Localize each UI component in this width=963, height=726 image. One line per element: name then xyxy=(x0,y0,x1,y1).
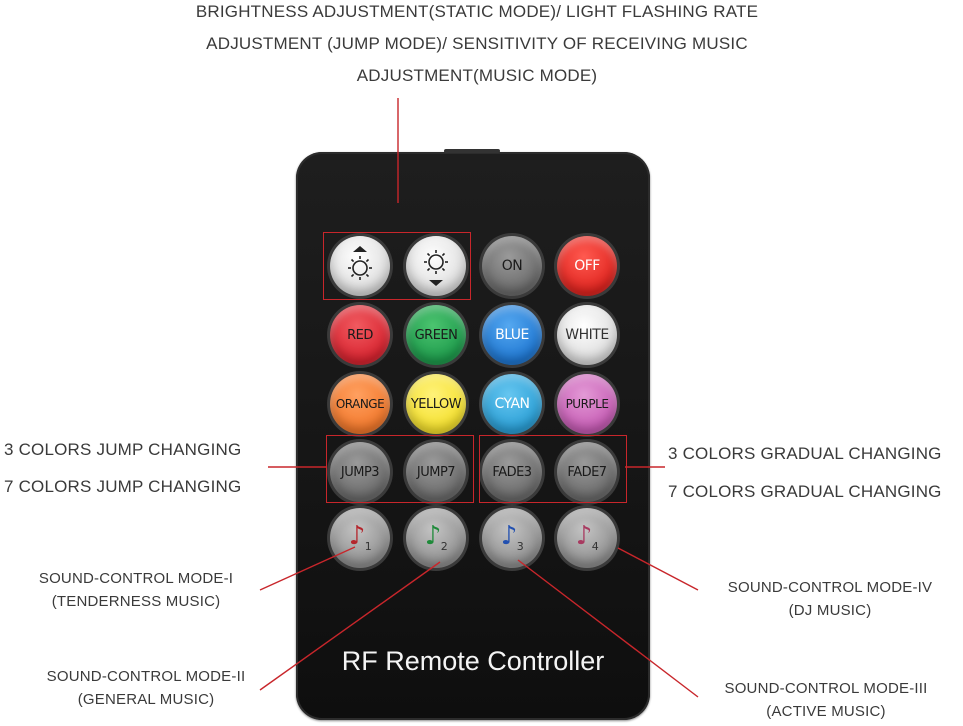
brightness-down-icon xyxy=(424,250,448,286)
blue-button[interactable]: BLUE xyxy=(482,305,542,365)
yellow-button[interactable]: YELLOW xyxy=(406,374,466,434)
fade7-annotation: 7 COLORS GRADUAL CHANGING xyxy=(668,482,942,501)
cyan-button[interactable]: CYAN xyxy=(482,374,542,434)
brightness-up-button[interactable] xyxy=(330,236,390,296)
mode1-leader-line xyxy=(259,546,356,591)
music-mode-3-number: 3 xyxy=(516,540,524,554)
mode4-leader-line xyxy=(617,547,699,591)
music-note-icon: ♪1 xyxy=(348,521,372,554)
top-annotation-line1: BRIGHTNESS ADJUSTMENT(STATIC MODE)/ LIGH… xyxy=(195,2,759,21)
orange-button[interactable]: ORANGE xyxy=(330,374,390,434)
brand-label: RF Remote Controller xyxy=(341,646,605,676)
jump3-annotation: 3 COLORS JUMP CHANGING xyxy=(4,440,242,459)
mode3-leader-line xyxy=(517,559,699,698)
brightness-up-icon xyxy=(348,246,372,280)
green-button[interactable]: GREEN xyxy=(406,305,466,365)
white-button[interactable]: WHITE xyxy=(557,305,617,365)
music-note-icon: ♪4 xyxy=(575,521,599,554)
red-button[interactable]: RED xyxy=(330,305,390,365)
top-annotation-line3: ADJUSTMENT(MUSIC MODE) xyxy=(356,66,598,85)
remote-top-notch xyxy=(444,149,500,153)
jump-buttons-highlight xyxy=(326,435,474,503)
brightness-down-button[interactable] xyxy=(406,236,466,296)
music-mode-2-button[interactable]: ♪2 xyxy=(406,508,466,568)
mode2-annotation-line1: SOUND-CONTROL MODE-II xyxy=(46,668,246,685)
music-mode-4-number: 4 xyxy=(591,540,599,554)
fade-buttons-highlight xyxy=(479,435,627,503)
mode1-annotation-line2: (TENDERNESS MUSIC) xyxy=(51,593,221,610)
music-mode-2-number: 2 xyxy=(440,540,448,554)
mode1-annotation-line1: SOUND-CONTROL MODE-I xyxy=(38,570,234,587)
music-mode-1-number: 1 xyxy=(364,540,372,554)
off-button[interactable]: OFF xyxy=(557,236,617,296)
music-note-icon: ♪3 xyxy=(500,521,524,554)
fade7-button[interactable]: FADE7 xyxy=(557,442,617,502)
music-mode-4-button[interactable]: ♪4 xyxy=(557,508,617,568)
music-mode-3-button[interactable]: ♪3 xyxy=(482,508,542,568)
on-button[interactable]: ON xyxy=(482,236,542,296)
mode4-annotation-line2: (DJ MUSIC) xyxy=(788,602,872,619)
fade3-button[interactable]: FADE3 xyxy=(482,442,542,502)
mode4-annotation-line1: SOUND-CONTROL MODE-IV xyxy=(727,579,933,596)
jump7-annotation: 7 COLORS JUMP CHANGING xyxy=(4,477,242,496)
brightness-buttons-highlight xyxy=(323,232,471,300)
top-annotation-line2: ADJUSTMENT (JUMP MODE)/ SENSITIVITY OF R… xyxy=(206,34,748,53)
mode2-leader-line xyxy=(259,561,441,691)
jump7-button[interactable]: JUMP7 xyxy=(406,442,466,502)
mode3-annotation-line1: SOUND-CONTROL MODE-III xyxy=(724,680,928,697)
mode3-annotation-line2: (ACTIVE MUSIC) xyxy=(766,703,886,720)
mode2-annotation-line2: (GENERAL MUSIC) xyxy=(77,691,215,708)
music-mode-1-button[interactable]: ♪1 xyxy=(330,508,390,568)
jump3-button[interactable]: JUMP3 xyxy=(330,442,390,502)
fade3-annotation: 3 COLORS GRADUAL CHANGING xyxy=(668,444,942,463)
music-note-icon: ♪2 xyxy=(424,521,448,554)
purple-button[interactable]: PURPLE xyxy=(557,374,617,434)
